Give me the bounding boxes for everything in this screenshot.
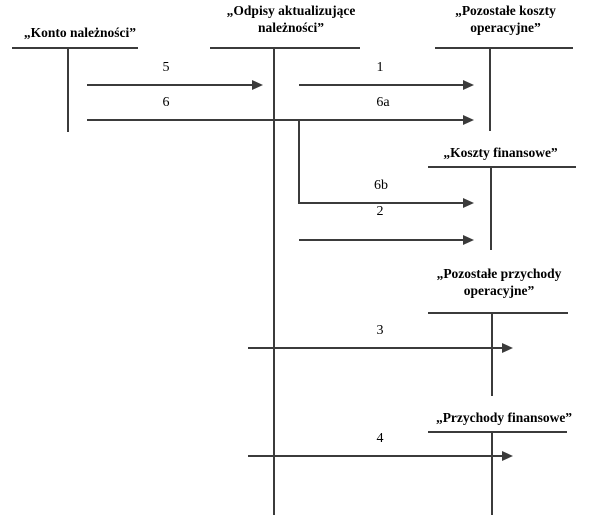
account-title-odpisy-aktualizujace: „Odpisy aktualizujące należności” — [226, 3, 356, 35]
flow-label-6a: 6a — [376, 95, 390, 110]
account-title-przychody-finansowe: „Przychody finansowe” — [435, 410, 573, 425]
t-account-horizontal-line-konto-naleznosci — [12, 47, 138, 49]
t-account-horizontal-line-odpisy — [210, 47, 360, 49]
t-account-horizontal-line-pozostale-koszty — [435, 47, 573, 49]
flow-label-2: 2 — [376, 204, 384, 219]
flow-label-1: 1 — [376, 60, 384, 75]
t-account-horizontal-line-przychody-finansowe — [428, 431, 567, 433]
flow-arrow-6b-arrowhead-icon — [463, 198, 474, 208]
account-title-pozostale-koszty: „Pozostałe koszty operacyjne” — [455, 3, 556, 35]
flow-arrow-6a-line — [87, 119, 463, 121]
flow-arrow-2-arrowhead-icon — [463, 235, 474, 245]
flow-arrow-5-arrowhead-icon — [252, 80, 263, 90]
flow-arrow-1-arrowhead-icon — [463, 80, 474, 90]
flow-arrow-6b-line — [298, 202, 463, 204]
flow-arrow-1-line — [299, 84, 463, 86]
flow-arrow-3-line — [248, 347, 502, 349]
t-account-vertical-line-pozostale-koszty — [489, 47, 491, 131]
t-account-vertical-line-przychody-finansowe — [491, 431, 493, 515]
flow-arrow-5-line — [87, 84, 253, 86]
account-title-pozostale-przychody: „Pozostałe przychody operacyjne” — [436, 266, 562, 298]
flow-label-6: 6 — [162, 95, 170, 110]
t-account-vertical-line-odpisy — [273, 47, 275, 515]
t-account-horizontal-line-koszty-finansowe — [428, 166, 576, 168]
flow-arrow-3-arrowhead-icon — [502, 343, 513, 353]
flow-label-3: 3 — [376, 323, 384, 338]
flow-arrow-4-line — [248, 455, 502, 457]
flow-arrow-2-line — [299, 239, 463, 241]
flow-arrow-6a-arrowhead-icon — [463, 115, 474, 125]
account-title-koszty-finansowe: „Koszty finansowe” — [443, 145, 558, 160]
flow-label-6b: 6b — [374, 178, 388, 193]
flow-arrow-4-arrowhead-icon — [502, 451, 513, 461]
t-account-vertical-line-pozostale-przychody — [491, 312, 493, 396]
flow-arrow-6b-branch-line — [298, 120, 300, 204]
account-title-konto-naleznosci: „Konto należności” — [23, 25, 137, 40]
flow-label-5: 5 — [162, 60, 170, 75]
t-account-vertical-line-koszty-finansowe — [490, 166, 492, 250]
flow-label-4: 4 — [376, 431, 384, 446]
t-account-vertical-line-konto-naleznosci — [67, 47, 69, 132]
t-account-horizontal-line-pozostale-przychody — [428, 312, 568, 314]
